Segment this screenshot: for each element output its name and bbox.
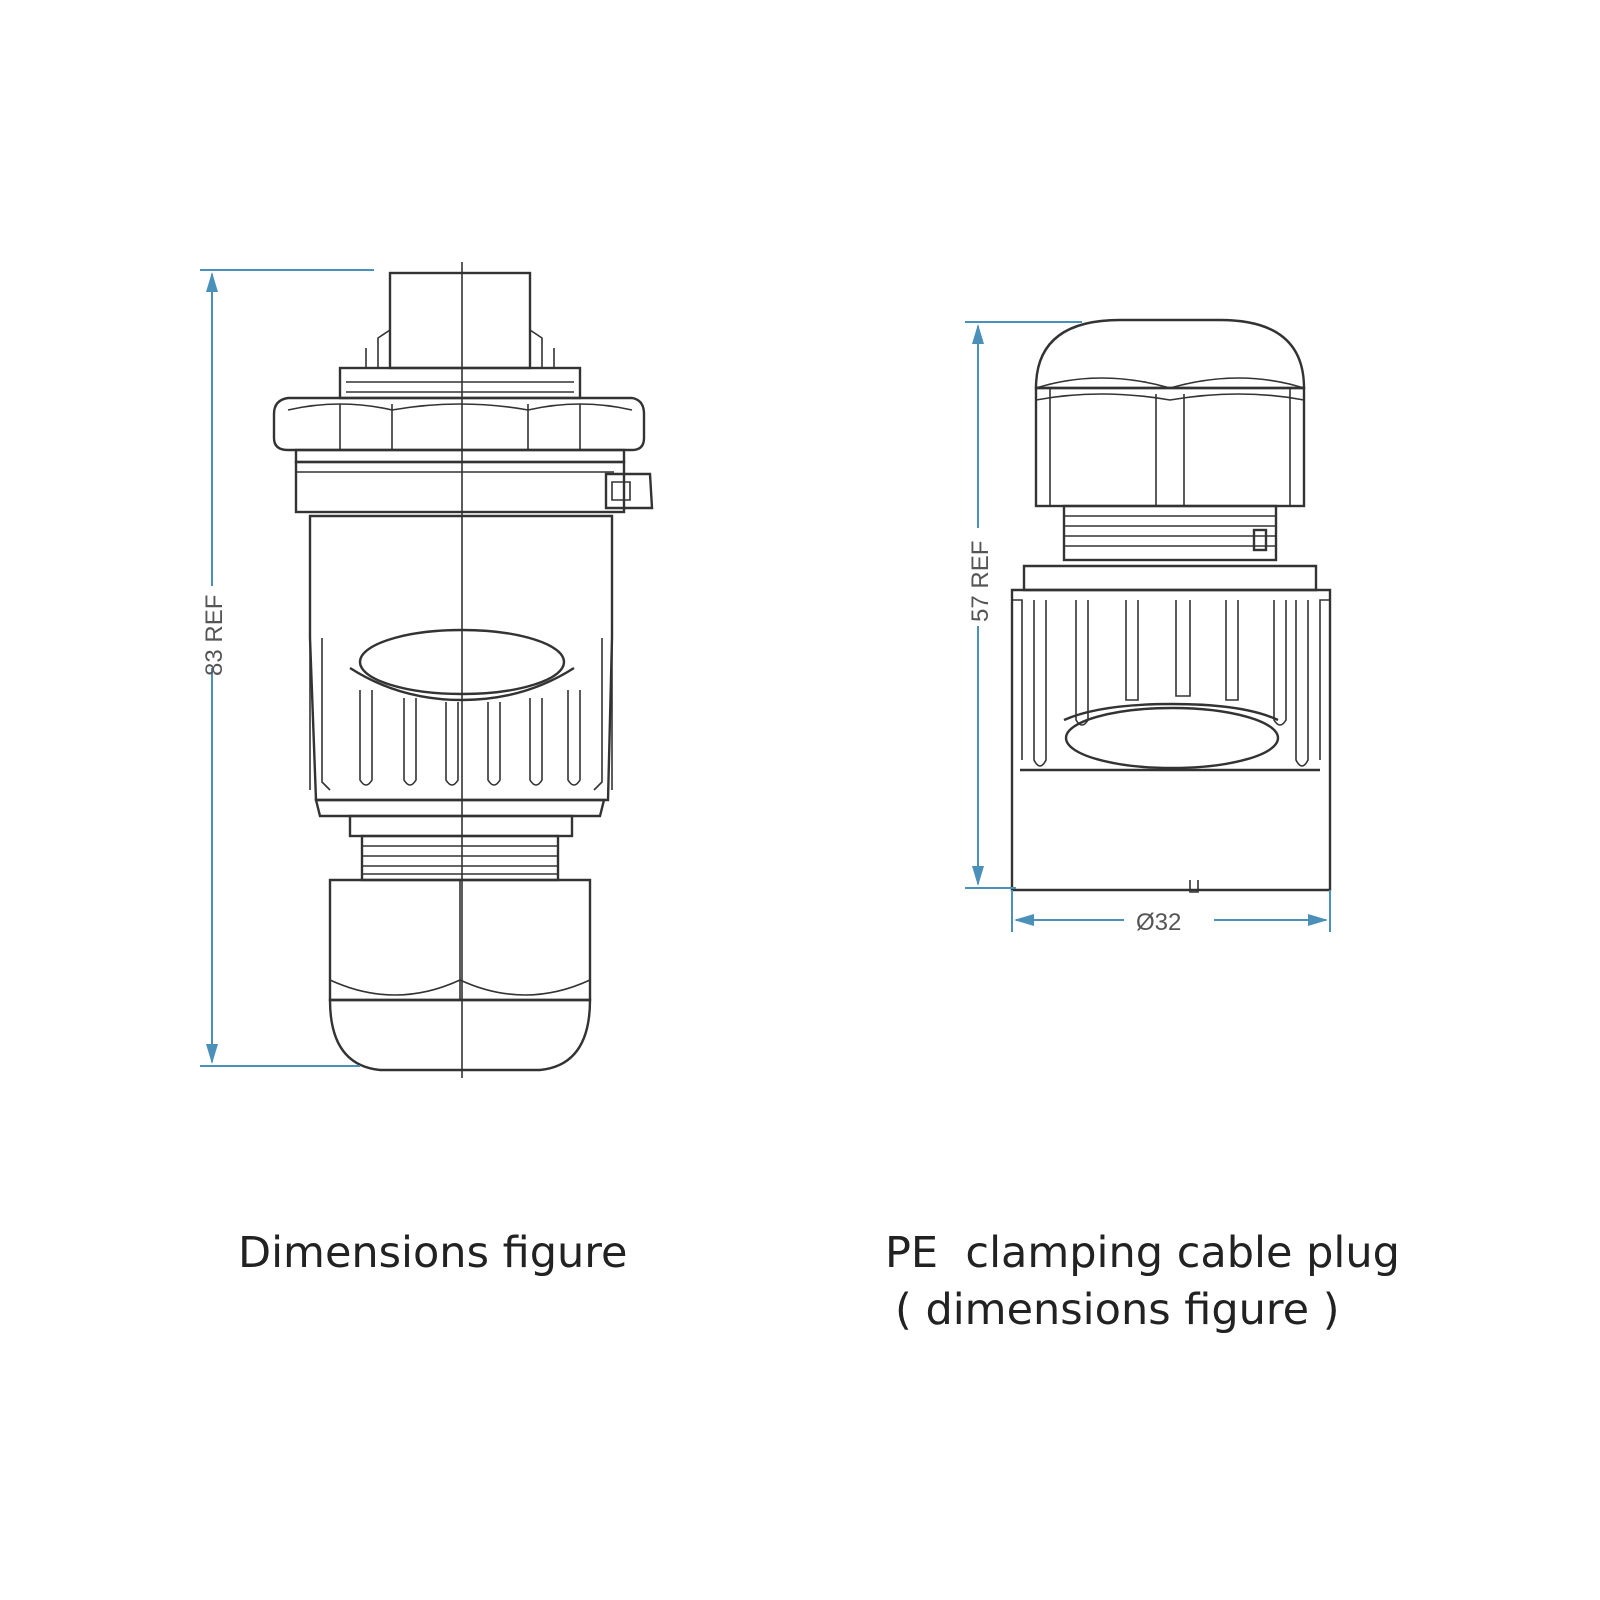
caption-dimensions-figure-parenthetical: ( dimensions figure ): [895, 1285, 1340, 1335]
height-dimension-left: [200, 269, 374, 1067]
caption-pe-clamping-cable-plug: PE clamping cable plug: [885, 1228, 1400, 1278]
diameter-label-right: Ø32: [1136, 909, 1181, 936]
height-dimension-right: [965, 321, 1082, 889]
cable-plug-drawing: [1010, 318, 1332, 893]
height-label-left: 83 REF: [201, 595, 228, 676]
caption-dimensions-figure: Dimensions figure: [238, 1228, 628, 1278]
panel-socket-drawing: [272, 262, 654, 1078]
height-label-right: 57 REF: [967, 541, 994, 622]
diameter-dimension-right: [1011, 890, 1331, 932]
